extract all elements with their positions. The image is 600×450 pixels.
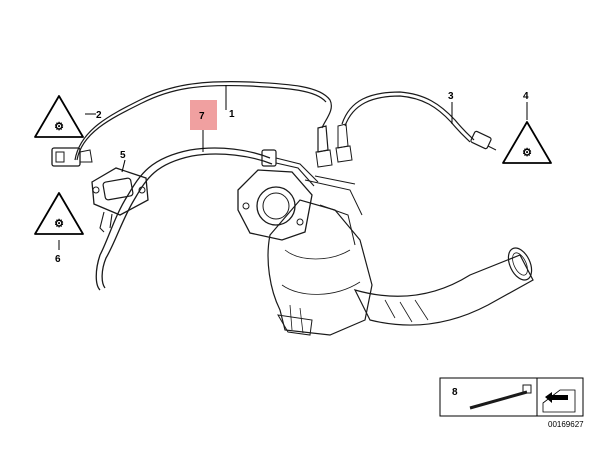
accessory-box: 8 [439,377,584,417]
lambda-sensor-upper [315,123,353,168]
connector-3 [470,130,497,151]
cable-tie-icon [469,384,532,410]
diagram-code: 00169627 [548,420,584,429]
callout-2[interactable]: 2 [96,110,102,121]
svg-text:⚙: ⚙ [522,147,532,159]
callout-8[interactable]: 8 [452,387,458,398]
note-triangle-icon-2: ⚙ [34,95,84,138]
vacuum-hose-7 [95,147,319,291]
callout-7-highlight [190,100,217,130]
svg-text:⚙: ⚙ [54,121,64,133]
wiring-harness [74,81,475,161]
callout-4[interactable]: 4 [523,91,529,102]
callout-1[interactable]: 1 [229,109,235,120]
callout-6[interactable]: 6 [55,254,61,265]
catalytic-converter [237,169,534,336]
note-triangle-icon-6: ⚙ [34,192,84,235]
callout-7[interactable]: 7 [199,111,205,122]
note-triangle-icon-4: ⚙ [502,121,552,164]
direction-arrow-icon [542,389,576,413]
callout-3[interactable]: 3 [448,91,454,102]
callout-5[interactable]: 5 [120,150,126,161]
plug-2 [51,147,93,167]
pressure-sensor-5 [91,167,149,233]
svg-text:⚙: ⚙ [54,218,64,230]
leader-lines [58,85,528,250]
